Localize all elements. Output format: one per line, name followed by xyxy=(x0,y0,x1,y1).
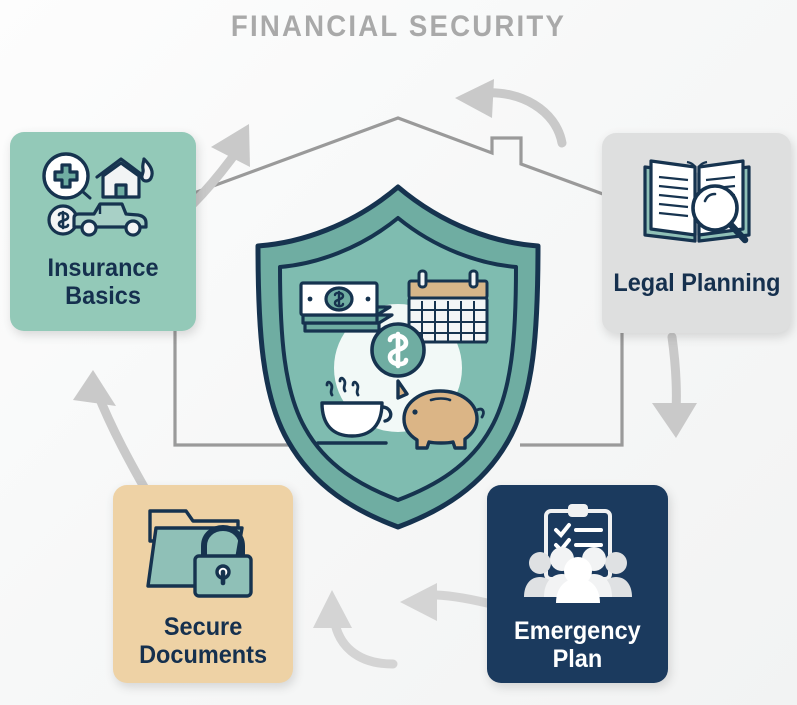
card-secure-documents[interactable]: Secure Documents xyxy=(113,485,293,683)
emergency-icons-group xyxy=(523,504,632,603)
coffee-cup-icon xyxy=(316,376,393,445)
documents-icons-group xyxy=(146,509,253,598)
card-emergency-label: Emergency Plan xyxy=(514,617,641,673)
legal-icons-group xyxy=(642,159,751,244)
insurance-icons-group xyxy=(42,152,154,237)
cash-stack-icon xyxy=(299,281,394,333)
calendar-icon xyxy=(407,269,489,344)
card-insurance-label: Insurance Basics xyxy=(47,254,159,310)
dollar-coin-icon xyxy=(370,322,426,378)
arrow-documents-to-insurance xyxy=(73,370,153,499)
padlock-icon xyxy=(193,525,253,598)
arrow-legal-to-emergency xyxy=(652,332,697,438)
card-legal-planning[interactable]: Legal Planning xyxy=(602,133,791,333)
house-fire-icon xyxy=(95,157,154,199)
car-dollar-icon xyxy=(47,202,148,237)
card-legal-label: Legal Planning xyxy=(612,269,781,297)
arrow-bottom-curve-up xyxy=(313,590,398,669)
arrow-emergency-to-documents xyxy=(400,583,492,621)
card-insurance-basics[interactable]: Insurance Basics xyxy=(10,132,196,331)
group-people-icon xyxy=(523,547,632,603)
page-title: FINANCIAL SECURITY xyxy=(230,10,567,43)
piggy-bank-icon xyxy=(396,379,485,450)
medical-cross-icon xyxy=(42,152,92,200)
arrow-top-curve xyxy=(455,79,567,148)
magnifier-icon xyxy=(690,184,748,244)
card-emergency-plan[interactable]: Emergency Plan xyxy=(487,485,668,683)
card-documents-label: Secure Documents xyxy=(139,613,267,669)
